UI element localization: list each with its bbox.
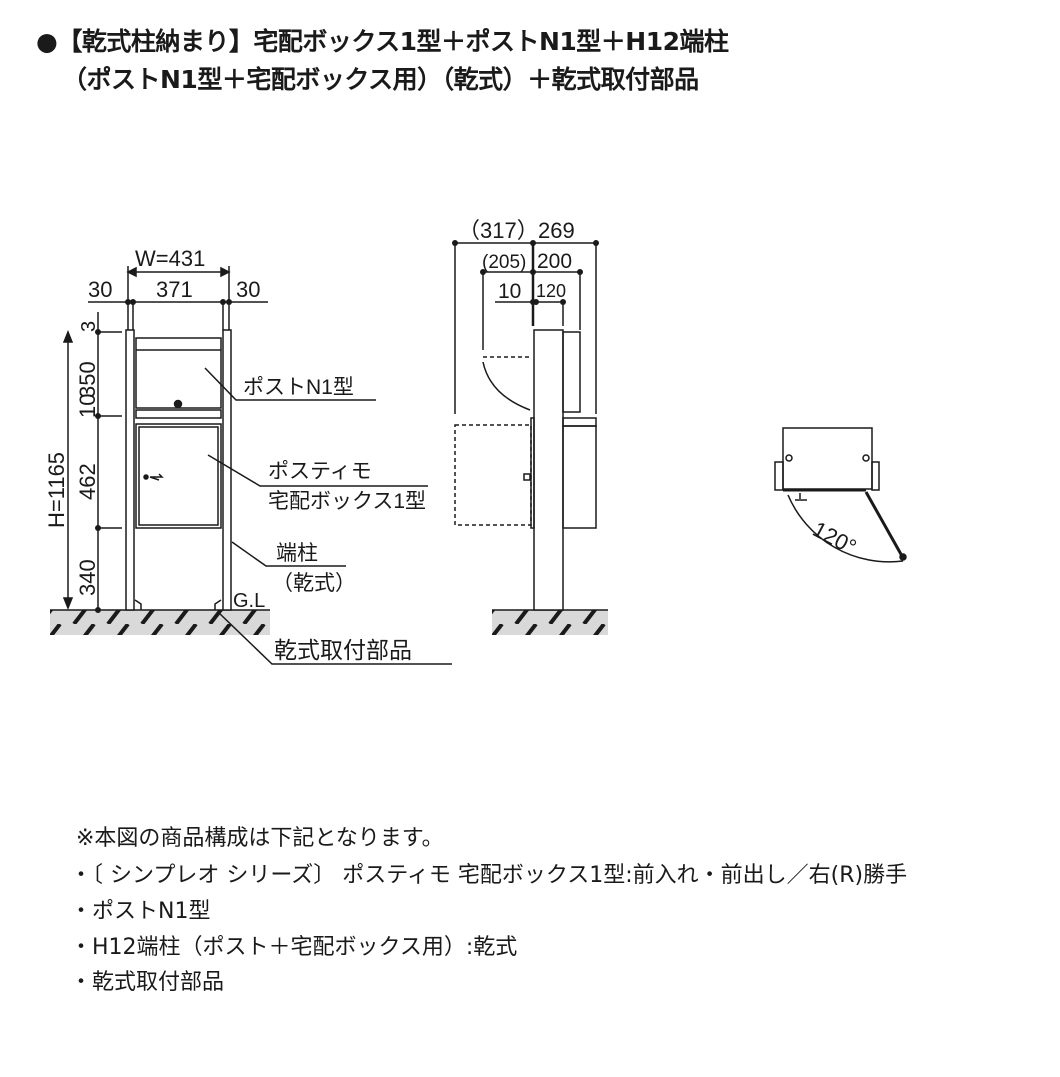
left-pillar xyxy=(125,329,135,611)
delivery-box xyxy=(135,423,222,529)
svg-text:200: 200 xyxy=(537,250,572,273)
svg-text:371: 371 xyxy=(156,277,193,302)
svg-text:宅配ボックス1型: 宅配ボックス1型 xyxy=(268,490,426,513)
svg-text:（乾式）: （乾式） xyxy=(272,572,356,595)
front-view xyxy=(50,266,452,665)
top-view xyxy=(774,427,907,563)
svg-text:269: 269 xyxy=(538,218,575,243)
svg-text:462: 462 xyxy=(75,463,100,500)
note-item: ・〔 シンプレオ シリーズ〕 ポスティモ 宅配ボックス1型:前入れ・前出し／右(… xyxy=(70,863,908,888)
note-item: ・H12端柱（ポスト＋宅配ボックス用）:乾式 xyxy=(70,935,518,960)
svg-text:G.L: G.L xyxy=(233,590,265,612)
svg-text:ポストN1型: ポストN1型 xyxy=(243,376,354,399)
svg-text:10: 10 xyxy=(498,280,521,303)
svg-text:340: 340 xyxy=(75,559,100,596)
title-line-2: （ポストN1型＋宅配ボックス用）（乾式）＋乾式取付部品 xyxy=(62,65,699,94)
title-line-1: ●【乾式柱納まり】宅配ボックス1型＋ポストN1型＋H12端柱 xyxy=(36,27,729,56)
svg-text:（317）: （317） xyxy=(458,218,539,243)
note-heading: ※本図の商品構成は下記となります。 xyxy=(76,826,444,851)
note-item: ・ポストN1型 xyxy=(70,899,211,924)
right-pillar xyxy=(222,329,232,611)
side-view-labels: （317） 269 (205) 200 10 120 xyxy=(458,218,575,303)
svg-text:30: 30 xyxy=(88,277,112,302)
svg-text:(205): (205) xyxy=(482,252,526,273)
svg-text:ポスティモ: ポスティモ xyxy=(268,460,372,483)
side-view xyxy=(452,240,608,635)
ground-hatch xyxy=(492,610,608,635)
svg-text:3: 3 xyxy=(78,321,100,332)
pillar-side xyxy=(533,329,564,611)
svg-text:W=431: W=431 xyxy=(135,246,205,271)
svg-text:30: 30 xyxy=(236,277,260,302)
post-n1 xyxy=(135,337,222,409)
ground-hatch xyxy=(50,610,270,635)
front-view-labels: W=431 30 371 30 3 350 10 462 340 H=1165 … xyxy=(44,246,426,663)
door-angle: 120° xyxy=(809,516,861,559)
svg-text:350: 350 xyxy=(75,361,100,398)
note-item: ・乾式取付部品 xyxy=(70,970,225,995)
svg-text:乾式取付部品: 乾式取付部品 xyxy=(274,637,412,663)
svg-text:H=1165: H=1165 xyxy=(44,452,69,528)
svg-text:120: 120 xyxy=(536,281,566,301)
svg-text:端柱: 端柱 xyxy=(276,542,318,565)
svg-text:10: 10 xyxy=(75,394,100,418)
